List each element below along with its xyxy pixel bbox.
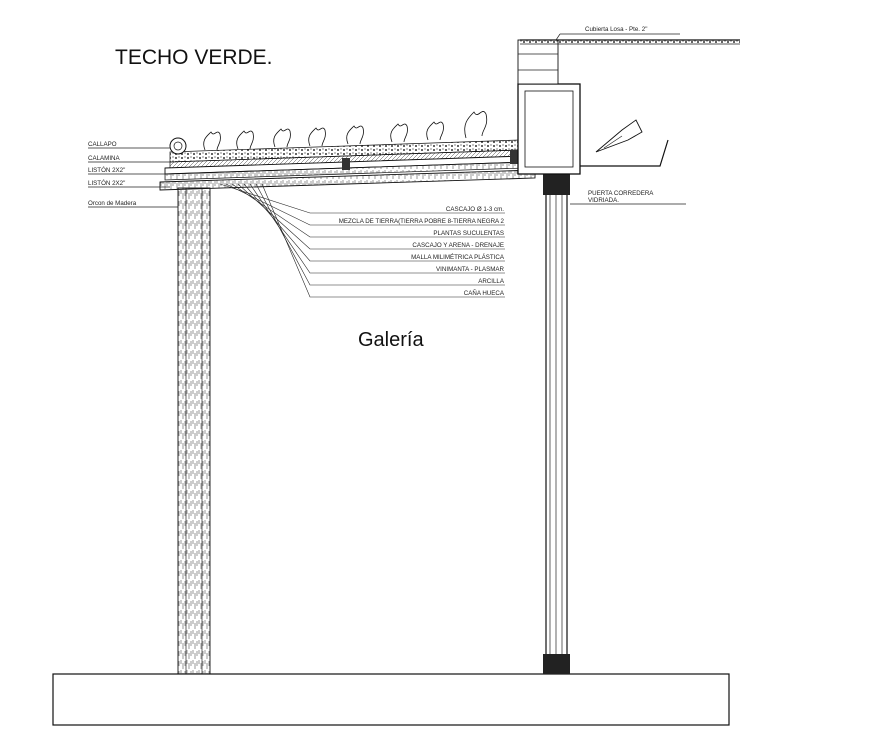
room-label: Galería [358,329,424,351]
leader-line [219,183,505,214]
label-cubierta: Cubierta Losa - Pte. 2" [585,26,647,33]
sliding-door-frame [543,163,570,674]
layer-label: PLANTAS SUCULENTAS [433,230,504,237]
drawing-title: TECHO VERDE. [115,46,273,69]
label-liston-2: LISTÓN 2X2" [88,180,125,187]
plants [203,111,488,151]
leader-line [237,183,505,250]
layer-callouts: CASCAJO Ø 1-3 cm. MEZCLA DE TIERRA(TIERR… [219,183,505,298]
layer-label: ARCILLA [478,278,505,285]
layer-label: CASCAJO Ø 1-3 cm. [446,206,504,213]
label-calamina: CALAMINA [88,155,121,162]
layer-label: MALLA MILIMÉTRICA PLÁSTICA [411,254,505,261]
leader-line [225,183,505,226]
label-callapo: CALLAPO [88,141,117,148]
leader-line [261,183,505,298]
leader-line [243,183,505,262]
layer-label: MEZCLA DE TIERRA(TIERRA POBRE 8-TIERRA N… [339,218,505,225]
layer-label: CASCAJO Y ARENA - DRENAJE [412,242,504,249]
label-liston-1: LISTÓN 2X2" [88,167,125,174]
concrete-beam [517,39,740,175]
green-roof-layers [159,137,536,191]
ground-slab [52,673,730,726]
left-labels: CALLAPO CALAMINA LISTÓN 2X2" LISTÓN 2X2"… [88,141,178,208]
leader-line [249,183,505,274]
layer-label: CAÑA HUECA [464,290,505,297]
wooden-post [177,187,211,675]
label-horcon: Orcon de Madera [88,200,137,207]
layer-label: VINIMANTA - PLASMAR [436,266,504,273]
gutter [580,119,669,167]
label-puerta-2: VIDRIADA. [588,197,619,204]
leader-line [255,183,505,286]
label-puerta-1: PUERTA CORREDERA [588,190,654,197]
right-labels: Cubierta Losa - Pte. 2" PUERTA CORREDERA… [555,26,686,205]
